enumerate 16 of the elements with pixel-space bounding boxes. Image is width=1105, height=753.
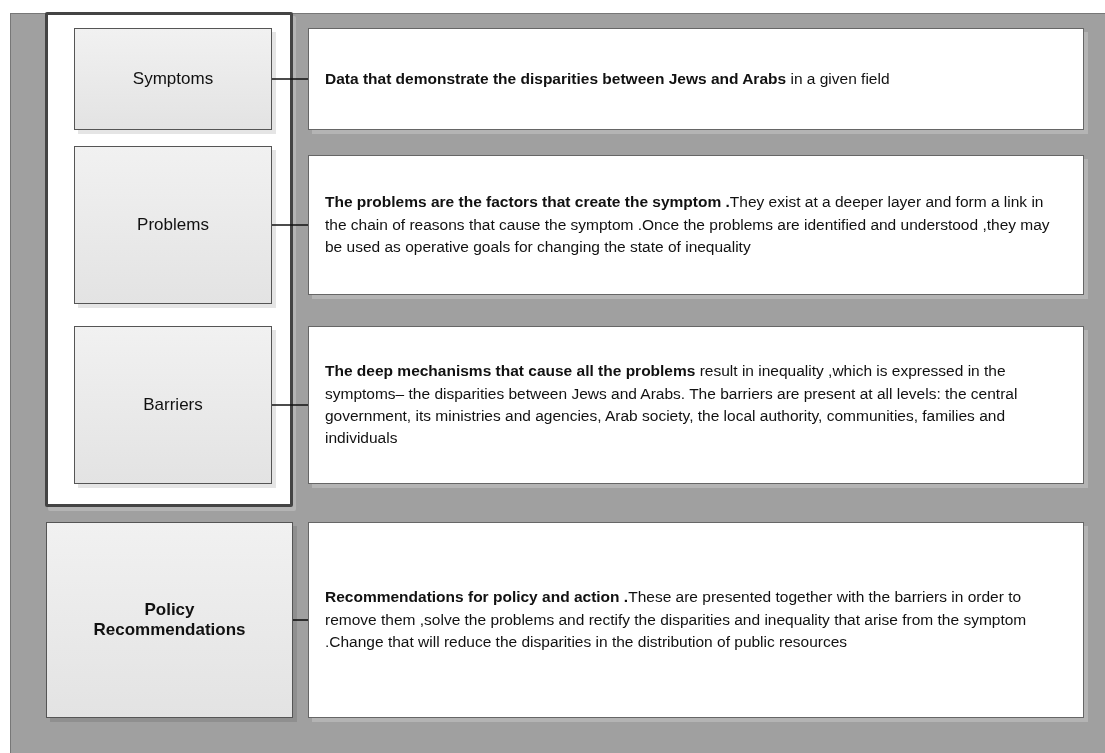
category-label: Barriers	[143, 395, 203, 415]
category-label: Problems	[137, 215, 209, 235]
connector-line	[271, 78, 309, 80]
description-text: Recommendations for policy and action .These are presented together with the barriers in order to remove them ,solve the problems and rectify the disparities and inequality that arise from the symptom .Change that will reduce the disparities in the distribution of public resources	[325, 587, 1028, 653]
connector-line	[271, 404, 309, 406]
connector-line	[292, 619, 309, 621]
connector-line	[271, 224, 309, 226]
category-box	[46, 522, 293, 718]
category-label: Policy Recommendations	[92, 600, 247, 640]
description-text: The deep mechanisms that cause all the problems result in inequality ,which is expressed in the symptoms– the disparities between Jews and Arabs. The barriers are present at all levels: the central government, its ministries and agencies, Arab society, the local authority, communities, families and individuals	[325, 361, 1019, 449]
description-text: The problems are the factors that create the symptom .They exist at a deeper layer and form a link in the chain of reasons that cause the symptom .Once the problems are identified and understood ,they may be used as operative goals for changing the state of inequality	[325, 192, 1051, 258]
category-box	[74, 146, 272, 304]
category-box	[74, 326, 272, 484]
description-text: Data that demonstrate the disparities between Jews and Arabs in a given field	[325, 68, 890, 89]
category-box	[74, 28, 272, 130]
category-label: Symptoms	[132, 69, 214, 89]
